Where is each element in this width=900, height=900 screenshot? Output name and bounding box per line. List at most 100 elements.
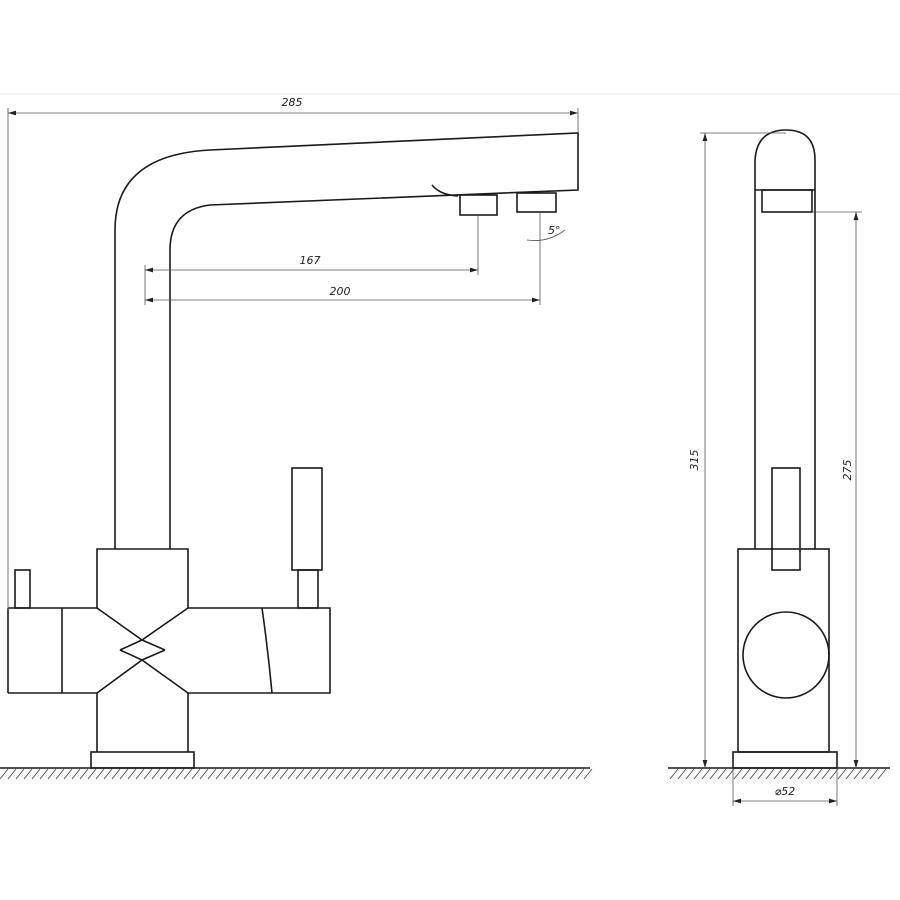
- hatch-stroke: [399, 768, 409, 780]
- hatch-stroke: [765, 768, 775, 780]
- dim-label-200: 200: [330, 285, 351, 298]
- hatch-stroke: [559, 768, 569, 780]
- hatch-stroke: [543, 768, 553, 780]
- hatch-stroke: [255, 768, 265, 780]
- hatch-stroke: [343, 768, 353, 780]
- hatch-stroke: [231, 768, 241, 780]
- spout-inner-curve: [431, 184, 459, 197]
- hatch-stroke: [455, 768, 465, 780]
- hatch-stroke: [239, 768, 249, 780]
- front-view: 285 167 200 5°: [0, 96, 593, 780]
- hatch-stroke: [431, 768, 441, 780]
- hatch-stroke: [279, 768, 289, 780]
- side-view: 315 275 ⌀52: [668, 129, 890, 806]
- hatch-stroke: [805, 768, 815, 780]
- hatch-stroke: [677, 768, 687, 780]
- filter-lever: [14, 569, 31, 609]
- hatch-stroke: [749, 768, 759, 780]
- hatch-stroke: [15, 768, 25, 780]
- side-body: [737, 548, 830, 753]
- hatch-stroke: [287, 768, 297, 780]
- hatch-stroke: [95, 768, 105, 780]
- hatch-stroke: [479, 768, 489, 780]
- hatch-stroke: [111, 768, 121, 780]
- hatch-stroke: [781, 768, 791, 780]
- nozzle-main: [516, 192, 557, 213]
- hatch-stroke: [797, 768, 807, 780]
- hatch-stroke: [717, 768, 727, 780]
- hatch-stroke: [383, 768, 393, 780]
- hatch-stroke: [821, 768, 831, 780]
- handle-stem: [297, 569, 319, 609]
- hatch-stroke: [773, 768, 783, 780]
- hatch-stroke: [669, 768, 679, 780]
- hatch-stroke: [813, 768, 823, 780]
- hatch-stroke: [223, 768, 233, 780]
- body: [96, 548, 189, 752]
- nozzle-filtered: [459, 194, 498, 216]
- side-spout: [754, 129, 816, 549]
- hatch-stroke: [511, 768, 521, 780]
- hatch-stroke: [175, 768, 185, 780]
- hatch-stroke: [151, 768, 161, 780]
- side-aerator: [761, 189, 813, 213]
- side-cartridge-circle: [742, 611, 830, 699]
- hatch-stroke: [87, 768, 97, 780]
- dim-label-diameter: ⌀52: [775, 785, 796, 798]
- side-base-plate: [732, 751, 838, 769]
- hatch-stroke: [733, 768, 743, 780]
- hatch-stroke: [167, 768, 177, 780]
- hatch-stroke: [31, 768, 41, 780]
- hatch-stroke: [0, 768, 9, 780]
- hatch-stroke: [271, 768, 281, 780]
- hatch-stroke: [575, 768, 585, 780]
- hatch-stroke: [877, 768, 887, 780]
- hatch-stroke: [583, 768, 593, 780]
- hatch-stroke: [447, 768, 457, 780]
- hatch-stroke: [135, 768, 145, 780]
- right-cartridge: [261, 607, 331, 694]
- hatch-stroke: [335, 768, 345, 780]
- hatch-stroke: [319, 768, 329, 780]
- hatch-stroke: [127, 768, 137, 780]
- angle-arc: [526, 229, 566, 241]
- hatch-stroke: [55, 768, 65, 780]
- hatch-stroke: [47, 768, 57, 780]
- hatch-stroke: [191, 768, 201, 780]
- hatch-stroke: [463, 768, 473, 780]
- hatch-stroke: [685, 768, 695, 780]
- dim-label-285: 285: [282, 96, 303, 109]
- hatch-stroke: [495, 768, 505, 780]
- hatch-stroke: [845, 768, 855, 780]
- hatch-stroke: [183, 768, 193, 780]
- hatch-stroke: [23, 768, 33, 780]
- hatch-stroke: [7, 768, 17, 780]
- hatch-stroke: [503, 768, 513, 780]
- hatch-stroke: [199, 768, 209, 780]
- cross-junction: [96, 607, 189, 694]
- hatch-stroke: [535, 768, 545, 780]
- hatch-stroke: [423, 768, 433, 780]
- angle-label: 5°: [548, 224, 561, 237]
- hatch-stroke: [861, 768, 871, 780]
- hatch-stroke: [439, 768, 449, 780]
- spout: [114, 132, 579, 549]
- hatch-stroke: [519, 768, 529, 780]
- hatch-stroke: [567, 768, 577, 780]
- hatch-stroke: [63, 768, 73, 780]
- main-handle: [291, 467, 323, 571]
- hatch-stroke: [693, 768, 703, 780]
- hatch-stroke: [407, 768, 417, 780]
- dim-label-275: 275: [841, 460, 854, 481]
- hatch-stroke: [79, 768, 89, 780]
- hatch-stroke: [263, 768, 273, 780]
- hatch-stroke: [701, 768, 711, 780]
- hatch-stroke: [367, 768, 377, 780]
- hatch-stroke: [837, 768, 847, 780]
- hatch-stroke: [487, 768, 497, 780]
- hatch-stroke: [869, 768, 879, 780]
- ground-hatch-front: [0, 768, 593, 780]
- hatch-stroke: [159, 768, 169, 780]
- ground-hatch-side: [669, 768, 887, 780]
